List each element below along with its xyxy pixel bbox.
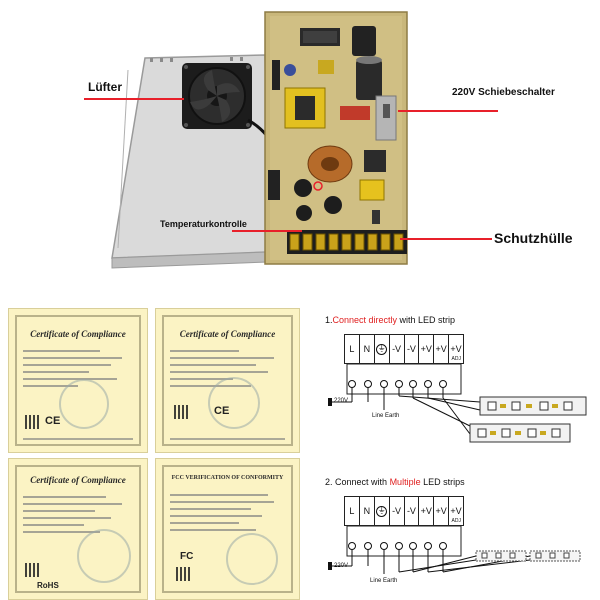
terminal-l: L (345, 335, 360, 363)
terminal-earth: ⏚ (375, 497, 390, 525)
cover-pointer-line (400, 238, 492, 240)
terminal-neg-v: -V (390, 497, 405, 525)
temperature-control-label: Temperaturkontrolle (160, 219, 247, 229)
certificate-title: FCC VERIFICATION OF CONFORMITY (171, 475, 284, 481)
terminal-earth: ⏚ (375, 335, 390, 363)
earth-icon: ⏚ (376, 505, 388, 517)
input-voltage-label: 220V (334, 398, 349, 404)
fan-label: Lüfter (88, 80, 122, 94)
fan-pointer-line (84, 98, 184, 100)
input-voltage-label: 220V (334, 563, 349, 569)
ce-mark: CE (45, 415, 61, 427)
protective-cover-label: Schutzhülle (494, 230, 573, 246)
terminal-l: L (345, 497, 360, 525)
terminal-neg-v: -V (390, 335, 405, 363)
certificate-1: Certificate of Compliance CE (8, 308, 148, 453)
product-photo: Lüfter 220V Schiebeschalter Temperaturko… (0, 0, 600, 285)
certificate-seal-icon (226, 533, 278, 585)
qr-code-icon (25, 563, 39, 577)
certificate-3: Certificate of Compliance RoHS (8, 458, 148, 600)
led-strip-icon (529, 550, 581, 562)
wiring-diagram-1-heading: 1.Connect directly with LED strip (325, 315, 456, 325)
certificate-seal-icon (59, 379, 109, 429)
terminal-neg-v: -V (405, 497, 420, 525)
fc-mark: FC (180, 551, 194, 562)
terminal-pos-v: +V (419, 335, 435, 363)
ce-mark: CE (214, 405, 230, 417)
earth-icon: ⏚ (376, 343, 388, 355)
terminal-n: N (360, 497, 375, 525)
led-strip-icon (479, 396, 587, 416)
rohs-mark: RoHS (37, 581, 59, 590)
certificate-title: Certificate of Compliance (30, 475, 126, 485)
terminal-pos-v: +V (419, 497, 435, 525)
terminal-n: N (360, 335, 375, 363)
led-strip-icon (475, 550, 527, 562)
terminal-neg-v: -V (405, 335, 420, 363)
temperature-pointer-line (232, 230, 302, 232)
fan-icon (182, 63, 272, 141)
certificate-title: Certificate of Compliance (30, 329, 126, 339)
certificate-2: Certificate of Compliance CE (155, 308, 300, 453)
slide-switch-label: 220V Schiebeschalter (452, 87, 555, 98)
certificate-title: Certificate of Compliance (179, 329, 276, 339)
switch-pointer-line (398, 110, 498, 112)
line-earth-label: Line Earth (370, 578, 398, 584)
certificate-seal-icon (208, 377, 260, 429)
qr-code-icon (25, 415, 39, 429)
qr-code-icon (174, 405, 188, 419)
led-strip-icon (469, 423, 571, 443)
certificate-4: FCC VERIFICATION OF CONFORMITY FC (155, 458, 300, 600)
qr-code-icon (176, 567, 190, 581)
power-supply-illustration (111, 11, 408, 269)
terminal-pos-v: +V (434, 335, 450, 363)
wiring-diagram-2-heading: 2. Connect with Multiple LED strips (325, 477, 465, 487)
terminal-pos-v: +V (434, 497, 450, 525)
line-earth-label: Line Earth (372, 413, 400, 419)
certificate-seal-icon (77, 529, 131, 583)
